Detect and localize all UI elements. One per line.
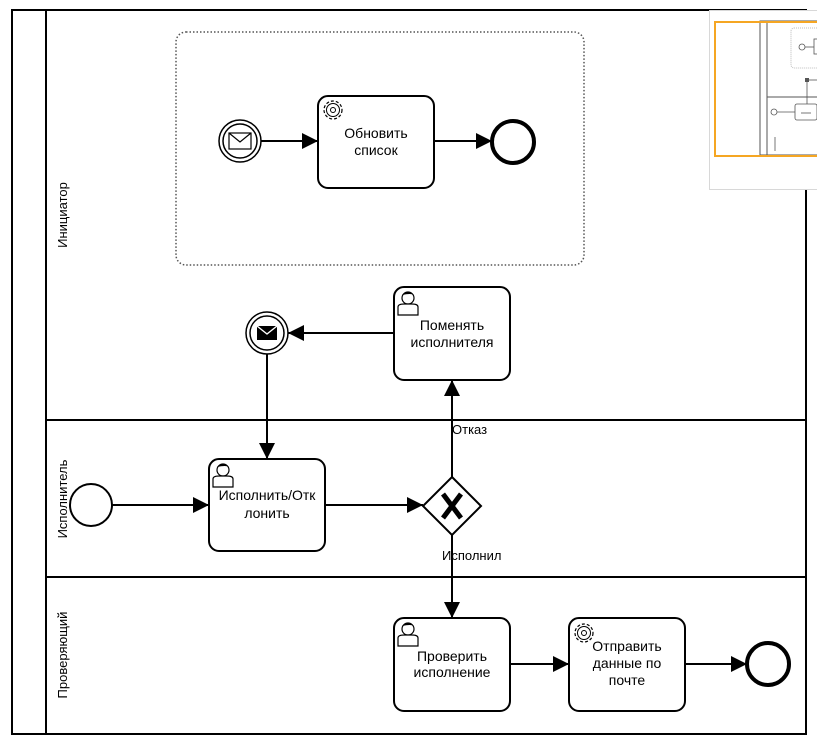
user-icon [397, 291, 419, 316]
minimap-preview [714, 20, 817, 157]
task-label-line: Проверить [417, 648, 487, 664]
task-update-list[interactable]: Обновить список [317, 95, 435, 189]
start-event[interactable] [69, 483, 113, 527]
user-icon [397, 622, 419, 647]
task-label-line: Обновить [344, 125, 407, 141]
flow-label-done: Исполнил [442, 548, 501, 563]
outline-minimap[interactable] [709, 10, 817, 190]
task-label-line: почте [609, 672, 646, 688]
task-check-execution[interactable]: Проверить исполнение [393, 617, 511, 712]
lane-label-initiator: Инициатор [55, 182, 70, 248]
envelope-icon [228, 132, 252, 150]
task-label-line: список [354, 142, 398, 158]
task-label-line: данные по [593, 655, 662, 671]
task-label-line: Исполнить/Отк [219, 487, 317, 503]
end-event[interactable] [745, 641, 791, 687]
lane-label-reviewer: Проверяющий [55, 612, 70, 699]
message-throw-event[interactable] [245, 311, 289, 355]
task-label-line: лонить [244, 505, 289, 521]
gear-icon [574, 623, 594, 643]
task-label-line: Отправить [592, 638, 661, 654]
user-icon [212, 463, 234, 488]
task-change-performer[interactable]: Поменять исполнителя [393, 286, 511, 381]
lane-label-performer: Исполнитель [55, 459, 70, 538]
message-start-event[interactable] [218, 119, 262, 163]
end-event-subprocess[interactable] [490, 119, 536, 165]
task-execute-reject[interactable]: Исполнить/Отк лонить [208, 458, 326, 552]
task-label-line: исполнение [414, 664, 491, 680]
minimap-viewport-frame[interactable] [714, 21, 817, 157]
flow-label-reject: Отказ [452, 422, 487, 437]
gear-icon [323, 100, 343, 120]
x-mark-icon [441, 492, 463, 520]
task-send-mail[interactable]: Отправить данные по почте [568, 617, 686, 712]
filled-envelope-icon [256, 325, 278, 340]
event-subprocess[interactable] [175, 31, 585, 266]
task-label-line: Поменять [420, 317, 484, 333]
task-label-line: исполнителя [411, 334, 494, 350]
